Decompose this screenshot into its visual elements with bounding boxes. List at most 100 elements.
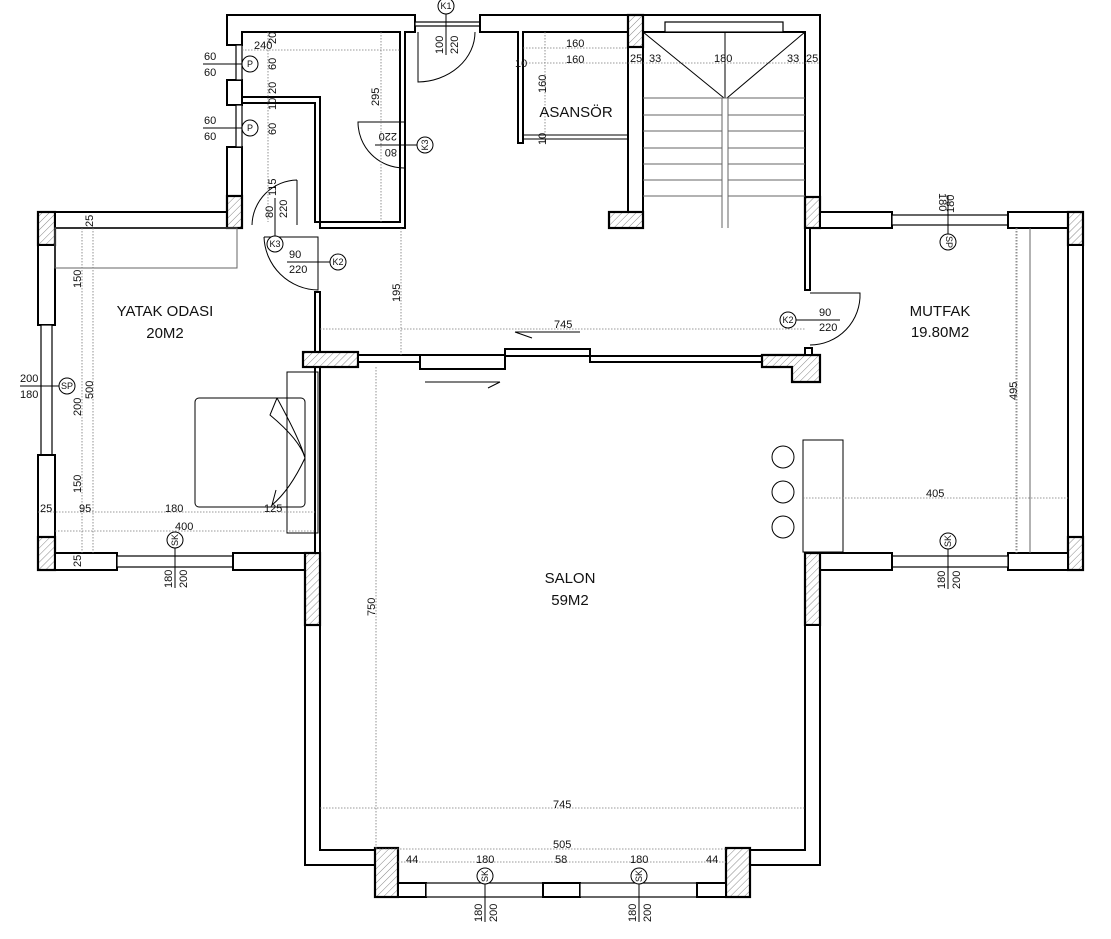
dim-label: 150 [72,270,84,288]
svg-text:180: 180 [936,193,948,211]
dim-label: 25 [40,503,52,515]
dim-label: 25 [72,555,84,567]
dim-label: 180 [165,503,183,515]
dim-label: 115 [267,178,279,196]
dim-label: 58 [555,854,567,866]
dim-label: 60 [267,123,279,135]
room-area-bedroom: 20M2 [146,325,184,342]
svg-text:100: 100 [434,36,446,54]
bedroom-shelf [54,227,238,269]
dim-label: 180 [630,854,648,866]
dim-label: 44 [706,854,718,866]
room-labels: YATAK ODASI 20M2 ASANSÖR MUTFAK 19.80M2 … [117,103,971,609]
svg-text:K3: K3 [420,139,430,150]
svg-text:200: 200 [951,571,963,589]
svg-text:180: 180 [936,571,948,589]
dim-label: 20 [267,32,279,44]
svg-text:K1: K1 [440,1,451,11]
room-name-living: SALON [545,570,596,587]
svg-text:K2: K2 [332,257,343,267]
room-name-elevator: ASANSÖR [539,103,613,121]
dim-label: 33 [649,53,661,65]
dim-label: 745 [554,319,572,331]
dim-label: 150 [72,475,84,493]
svg-text:200: 200 [488,904,500,922]
door-tag-k1: K1 100 220 [434,0,461,55]
dim-label: 25 [630,53,642,65]
svg-text:180: 180 [945,195,957,213]
door-tag-k2-bedroom: K2 90 220 [287,249,347,276]
svg-text:180: 180 [627,904,639,922]
door-swings [251,31,861,356]
room-area-living: 59M2 [551,592,589,609]
dimension-labels: 240 20 60 20 10 60 115 295 160 160 10 16… [40,32,1020,866]
dim-label: 195 [391,284,403,302]
svg-text:80: 80 [264,206,276,218]
dim-label: 10 [267,98,279,110]
window-tag-sp-kitchen: SP 180 180 [936,193,957,251]
dim-label: 95 [79,503,91,515]
staircase [642,31,806,228]
window-tag-p1: P 60 60 [203,51,259,79]
window-tag-sk-salon-2: SK 180 200 [627,867,654,922]
svg-text:K2: K2 [782,315,793,325]
dim-label: 500 [84,381,96,399]
dim-label: 20 [267,82,279,94]
svg-text:220: 220 [289,264,307,276]
svg-text:SP: SP [944,236,954,248]
dim-label: 400 [175,521,193,533]
dim-label: 125 [264,503,282,515]
svg-text:220: 220 [819,322,837,334]
dim-label: 180 [476,854,494,866]
bar-stool [771,445,795,469]
dim-label: 160 [566,54,584,66]
door-tag-k3-bath: K3 220 80 [375,130,434,158]
svg-text:80: 80 [385,146,397,158]
svg-text:220: 220 [449,36,461,54]
svg-text:P: P [247,123,253,133]
svg-text:SK: SK [170,534,180,546]
bed [194,397,306,508]
dim-label: 295 [370,88,382,106]
dim-label: 44 [406,854,418,866]
svg-text:200: 200 [20,373,38,385]
svg-text:90: 90 [819,307,831,319]
room-name-bedroom: YATAK ODASI [117,303,214,320]
dim-label: 405 [926,488,944,500]
window-tag-p2: P 60 60 [203,115,259,143]
dim-label: 745 [553,799,571,811]
kitchen-counter [802,439,844,553]
svg-text:SK: SK [480,870,490,882]
dim-label: 200 [72,398,84,416]
dim-label: 60 [267,58,279,70]
room-name-kitchen: MUTFAK [910,303,971,320]
svg-text:SP: SP [61,381,73,391]
window-tag-sk-salon-1: SK 180 200 [473,867,500,922]
walls [36,13,1085,899]
svg-text:60: 60 [204,131,216,143]
svg-text:180: 180 [20,389,38,401]
opening-tags: P 60 60 P 60 60 K1 100 220 K3 220 80 [20,0,963,922]
bar-stool [771,480,795,504]
dimension-lines [38,32,1068,863]
dim-label: 25 [806,53,818,65]
dim-label: 495 [1008,382,1020,400]
svg-text:60: 60 [204,51,216,63]
svg-text:220: 220 [379,130,397,142]
room-area-kitchen: 19.80M2 [911,324,969,341]
svg-text:200: 200 [642,904,654,922]
wardrobe [286,371,319,534]
window-tag-sp-bedroom: SP 200 180 [20,373,76,401]
door-tag-k2-kitchen: K2 90 220 [779,307,840,334]
svg-text:200: 200 [178,570,190,588]
dim-label: 750 [366,598,378,616]
svg-text:SK: SK [634,870,644,882]
dim-label: 160 [566,38,584,50]
dim-label: 240 [254,40,272,52]
furniture [54,227,1031,553]
dim-label: 180 [714,53,732,65]
dim-label: 25 [84,215,96,227]
svg-text:P: P [247,59,253,69]
window-tag-sk-kitchen: SK 180 200 [936,532,963,589]
dim-label: 33 [787,53,799,65]
